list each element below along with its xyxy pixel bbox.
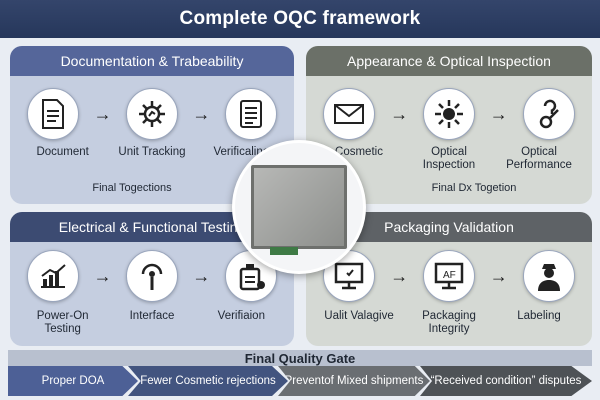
- step-label: Optical Performance: [506, 146, 572, 171]
- page-title: Complete OQC framework: [179, 8, 421, 29]
- label-row: Cosmetic Optical Inspection Optical Perf…: [306, 146, 592, 172]
- page-header: Complete OQC framework: [0, 0, 600, 38]
- documentation-quadrant: Documentation & Trabeability → → Documen…: [10, 46, 294, 204]
- label-row: Power-On Testing Interface Verifiaion: [10, 310, 294, 336]
- checklist-icon: [224, 88, 277, 140]
- quadrant-footer: Final Togections: [92, 182, 172, 194]
- step-label: Cosmetic: [335, 146, 383, 158]
- optical-icon: [522, 88, 575, 140]
- step-label: Document: [36, 146, 89, 158]
- step-label: Power-On Testing: [36, 310, 89, 335]
- icon-row: → AF →: [306, 250, 592, 302]
- sun-icon: [422, 88, 475, 140]
- step-label: Verifiaion: [217, 310, 265, 322]
- quadrant-title: Electrical & Functional Testing: [10, 212, 294, 242]
- step-label: Labeling: [517, 310, 561, 322]
- quality-gate-title: Final Quality Gate: [8, 350, 592, 366]
- arrow-icon: →: [390, 265, 409, 286]
- arrow-icon: →: [390, 103, 409, 124]
- gear-icon: [125, 88, 178, 140]
- gate-step: Fewer Cosmetic rejections: [128, 366, 288, 396]
- document-icon: [27, 88, 80, 140]
- icon-row: → →: [306, 88, 592, 140]
- label-row: Ualit Valagive Packaging Integrity Label…: [306, 310, 592, 336]
- flex-connector: [270, 247, 298, 255]
- step-label: Unit Tracking: [118, 146, 186, 158]
- arrow-icon: →: [192, 265, 211, 286]
- lcd-panel: [251, 165, 347, 255]
- arrow-icon: →: [93, 265, 112, 286]
- screen-icon: AF: [422, 250, 475, 302]
- step-label: Ualit Valagive: [324, 310, 394, 322]
- gate-step: Preventof Mixed shipments: [278, 366, 430, 396]
- arrow-icon: →: [192, 103, 211, 124]
- quadrant-title: Appearance & Optical Inspection: [306, 46, 592, 76]
- gate-step: “Received condition” disputes: [420, 366, 592, 396]
- chart-icon: [27, 250, 80, 302]
- icon-row: → →: [10, 250, 294, 302]
- arrow-icon: →: [489, 265, 508, 286]
- svg-text:AF: AF: [443, 270, 456, 281]
- icon-row: → →: [10, 88, 294, 140]
- quadrant-title: Documentation & Trabeability: [10, 46, 294, 76]
- step-label: Interface: [129, 310, 175, 322]
- quadrant-footer: Final Dx Togetion: [431, 182, 517, 194]
- step-label: Optical Inspection: [422, 146, 476, 171]
- gate-step: Proper DOA: [8, 366, 138, 396]
- envelope-icon: [323, 88, 376, 140]
- pin-icon: [125, 250, 178, 302]
- label-row: Document Unit Tracking Verificaline: [10, 146, 294, 159]
- step-label: Packaging Integrity: [422, 310, 476, 335]
- display-module-image: [232, 140, 366, 274]
- arrow-icon: →: [93, 103, 112, 124]
- person-icon: [522, 250, 575, 302]
- arrow-icon: →: [489, 103, 508, 124]
